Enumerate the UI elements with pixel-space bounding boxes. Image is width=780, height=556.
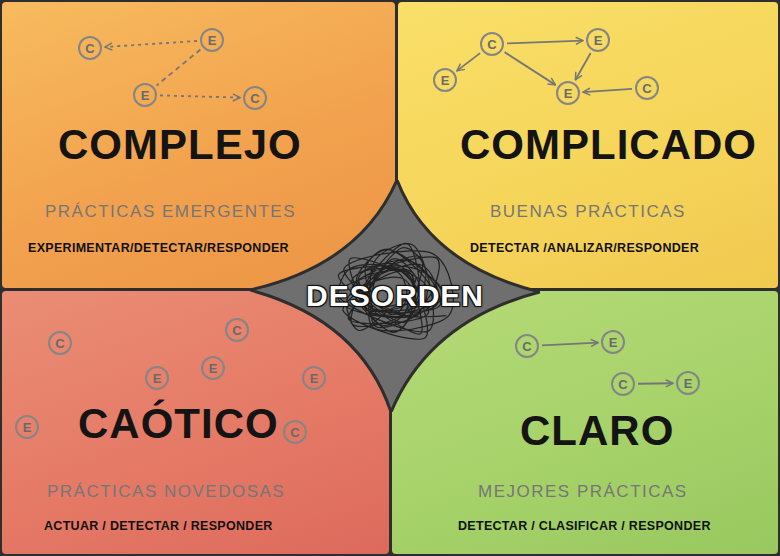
- text-slot: COMPLEJO: [58, 124, 302, 166]
- action-sequence: DETECTAR /ANALIZAR/RESPONDER: [470, 241, 699, 256]
- circle-letter: C: [85, 42, 94, 55]
- cause-effect-circle: C: [283, 420, 307, 444]
- text-slot: DETECTAR /ANALIZAR/RESPONDER: [470, 238, 699, 256]
- circle-letter: E: [594, 34, 603, 47]
- cause-effect-circle: C: [480, 32, 504, 56]
- cause-effect-arrow: [507, 41, 583, 44]
- text-slot: DETECTAR / CLASIFICAR / RESPONDER: [458, 516, 711, 534]
- text-slot: CAÓTICO: [78, 403, 279, 445]
- cause-effect-circle: C: [48, 331, 72, 355]
- domain-title: COMPLICADO: [460, 124, 757, 166]
- text-slot: MEJORES PRÁCTICAS: [478, 483, 688, 502]
- cause-effect-arrow: [105, 41, 197, 47]
- cause-effect-arrow: [638, 382, 673, 384]
- circle-letter: E: [609, 336, 618, 349]
- cause-effect-arrow: [575, 53, 590, 80]
- cause-effect-circle: E: [200, 28, 224, 52]
- practice-type: MEJORES PRÁCTICAS: [478, 483, 688, 502]
- action-sequence: ACTUAR / DETECTAR / RESPONDER: [44, 519, 273, 534]
- cause-effect-arrow: [157, 50, 201, 86]
- cause-effect-circle: E: [302, 366, 326, 390]
- cause-effect-circle: E: [433, 68, 457, 92]
- text-slot: PRÁCTICAS NOVEDOSAS: [47, 483, 285, 502]
- disorder-shape: [250, 180, 540, 412]
- domain-quadrant: COMPLICADO BUENAS PRÁCTICAS DETECTAR /ANAL…: [398, 2, 778, 288]
- cause-effect-circle: E: [15, 415, 39, 439]
- cause-effect-circle: C: [243, 86, 267, 110]
- cause-effect-circle: C: [635, 76, 659, 100]
- circle-letter: E: [23, 421, 32, 434]
- cause-effect-arrow: [583, 89, 632, 92]
- text-slot: EXPERIMENTAR/DETECTAR/RESPONDER: [28, 238, 289, 256]
- practice-type: PRÁCTICAS EMERGENTES: [45, 203, 296, 222]
- circle-letter: C: [232, 324, 241, 337]
- domain-title: CLARO: [520, 410, 674, 452]
- text-slot: PRÁCTICAS EMERGENTES: [45, 203, 296, 222]
- circle-letter: E: [208, 34, 217, 47]
- circle-letter: C: [642, 82, 651, 95]
- text-slot: BUENAS PRÁCTICAS: [490, 203, 686, 222]
- circle-letter: E: [441, 74, 450, 87]
- cause-effect-circle: E: [201, 356, 225, 380]
- action-sequence: EXPERIMENTAR/DETECTAR/RESPONDER: [28, 241, 289, 256]
- circle-letter: C: [55, 337, 64, 350]
- practice-type: PRÁCTICAS NOVEDOSAS: [47, 483, 285, 502]
- circle-letter: C: [522, 340, 531, 353]
- circle-letter: E: [209, 362, 218, 375]
- cause-effect-circle: E: [145, 366, 169, 390]
- cause-effect-circle: E: [556, 81, 580, 105]
- circle-letter: E: [153, 372, 162, 385]
- text-slot: CLARO: [520, 410, 674, 452]
- cause-effect-arrow: [457, 53, 480, 71]
- circle-letter: C: [618, 378, 627, 391]
- cause-effect-arrow: [542, 343, 598, 346]
- circle-letter: E: [564, 87, 573, 100]
- cause-effect-circle: C: [225, 318, 249, 342]
- cause-effect-circle: C: [515, 334, 539, 358]
- circle-letter: C: [250, 92, 259, 105]
- cause-effect-arrow: [505, 52, 556, 85]
- disorder-label: DESORDEN: [306, 281, 484, 311]
- cause-effect-circle: C: [611, 372, 635, 396]
- circle-letter: E: [684, 377, 693, 390]
- circle-letter: E: [141, 89, 150, 102]
- domain-quadrant: COMPLEJO PRÁCTICAS EMERGENTES EXPERIMENTAR…: [2, 2, 395, 288]
- cause-effect-arrow: [160, 95, 240, 97]
- cause-effect-circle: E: [601, 330, 625, 354]
- cause-effect-circle: E: [676, 371, 700, 395]
- cause-effect-circle: E: [133, 83, 157, 107]
- text-slot: ACTUAR / DETECTAR / RESPONDER: [44, 516, 273, 534]
- cause-effect-circle: C: [78, 36, 102, 60]
- circle-letter: E: [310, 372, 319, 385]
- circle-letter: C: [290, 426, 299, 439]
- cause-effect-circle: E: [586, 28, 610, 52]
- domain-title: CAÓTICO: [78, 403, 279, 445]
- domain-title: COMPLEJO: [58, 124, 302, 166]
- domain-quadrant: CAÓTICO PRÁCTICAS NOVEDOSAS ACTUAR / DETEC…: [2, 291, 389, 554]
- circle-letter: C: [487, 38, 496, 51]
- practice-type: BUENAS PRÁCTICAS: [490, 203, 686, 222]
- text-slot: COMPLICADO: [460, 124, 757, 166]
- action-sequence: DETECTAR / CLASIFICAR / RESPONDER: [458, 519, 711, 534]
